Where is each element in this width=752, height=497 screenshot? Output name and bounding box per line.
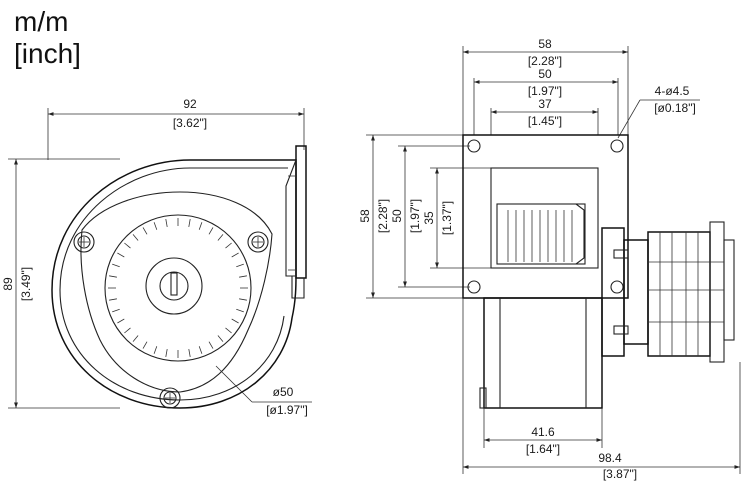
scroll-housing [51, 159, 297, 409]
dim-92-mm: 92 [183, 97, 197, 111]
impeller-blade-tick [112, 263, 120, 268]
impeller-blade-tick [217, 335, 224, 342]
dim-left-35-mm: 35 [422, 211, 436, 225]
impeller-blade-tick [112, 308, 120, 313]
impeller-blade-tick [153, 346, 158, 354]
dim-41-in: [1.64"] [526, 442, 560, 456]
impeller-blade-tick [231, 318, 239, 324]
dim-92-in: [3.62"] [173, 116, 207, 130]
cross-screw-icon [73, 231, 95, 253]
dim-top-58-mm: 58 [538, 37, 552, 51]
impeller-blade-tick [231, 252, 239, 258]
impeller-band [496, 203, 586, 265]
impeller-blade-tick [165, 349, 168, 357]
dim-89-mm: 89 [1, 277, 15, 291]
impeller-blade-tick [188, 219, 191, 227]
dim-holes-mm: 4-ø4.5 [655, 84, 690, 98]
hole-leader [617, 99, 641, 139]
impeller-blade-tick [132, 335, 139, 342]
impeller-blade-tick [124, 327, 131, 334]
motor-hub-inner [159, 271, 189, 301]
dim-left-50-in: [1.97"] [408, 199, 422, 233]
impeller-blade-tick [109, 298, 117, 301]
impeller-blade-tick [239, 298, 247, 301]
dim-dia-in: [ø1.97"] [266, 403, 308, 417]
impeller-blade-tick [132, 234, 139, 241]
impeller-blade-tick [188, 349, 191, 357]
dim-holes-in: [ø0.18"] [654, 101, 696, 115]
cross-screw-icon [247, 231, 269, 253]
impeller-blade-tick [142, 227, 148, 235]
dim-top-58-in: [2.28"] [528, 54, 562, 68]
impeller-circle [104, 214, 252, 362]
units-label: m/m [inch] [14, 6, 81, 70]
impeller-blade-ticks [108, 218, 248, 358]
impeller-blade-tick [225, 242, 232, 249]
dim-top-50-in: [1.97"] [528, 84, 562, 98]
mount-hole [610, 139, 624, 153]
motor-hub-outer [145, 257, 203, 315]
impeller-blade-tick [236, 263, 244, 268]
impeller-blade-tick [208, 341, 214, 349]
blower-housing [483, 297, 603, 409]
dia-leader [215, 365, 253, 403]
dim-89-in: [3.49"] [19, 267, 33, 301]
units-mm: m/m [14, 6, 69, 37]
impeller-blade-tick [109, 275, 117, 278]
dim-98-in: [3.87"] [603, 467, 637, 481]
motor-shaft [170, 272, 178, 296]
dim-dia-mm: ø50 [273, 385, 294, 399]
impeller-blades [507, 210, 573, 262]
dim-98-mm: 98.4 [598, 451, 622, 465]
mount-hole [467, 280, 481, 294]
dim-top-37-in: [1.45"] [528, 114, 562, 128]
scroll-inner [59, 167, 288, 401]
dim-41-mm: 41.6 [531, 425, 555, 439]
dim-left-35-in: [1.37"] [440, 201, 454, 235]
impeller-blade-tick [208, 227, 214, 235]
outlet-taper [285, 159, 297, 277]
front-view: 92 [3.62"] 89 [3.49"] [1, 97, 312, 417]
side-view: 58 [2.28"] 50 [1.97"] 37 [1.45"] 4-ø4.5 … [358, 37, 741, 481]
impeller-blade-tick [236, 308, 244, 313]
dim-top-50-mm: 50 [538, 67, 552, 81]
motor [601, 221, 735, 363]
outlet-opening [490, 167, 599, 269]
dim-top-37-mm: 37 [538, 97, 552, 111]
impeller-blade-tick [217, 234, 224, 241]
dim-left-50-mm: 50 [390, 209, 404, 223]
impeller-blade-tick [142, 341, 148, 349]
impeller-blade-tick [117, 252, 125, 258]
outlet-flange [295, 145, 307, 279]
dim-left-58-mm: 58 [358, 209, 372, 223]
impeller-blade-tick [239, 275, 247, 278]
impeller-blade-tick [198, 222, 203, 230]
impeller-blade-tick [165, 219, 168, 227]
units-inch: [inch] [14, 38, 81, 69]
mount-hole [610, 280, 624, 294]
impeller-blade-tick [153, 222, 158, 230]
impeller-blade-tick [117, 318, 125, 324]
impeller-blade-tick [225, 327, 232, 334]
mount-hole [467, 139, 481, 153]
impeller-blade-tick [124, 242, 131, 249]
impeller-blade-tick [198, 346, 203, 354]
cross-screw-icon [159, 387, 181, 409]
dim-left-58-in: [2.28"] [376, 199, 390, 233]
outlet-flange-plate [462, 134, 629, 299]
motor-mount-plate [80, 191, 273, 393]
